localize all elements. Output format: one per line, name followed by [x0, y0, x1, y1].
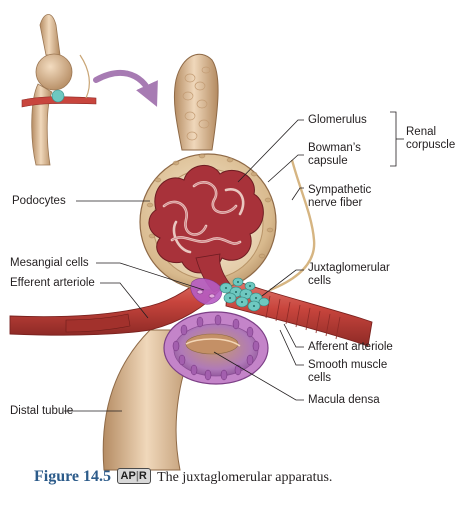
glomerulus: [148, 165, 264, 274]
label-juxtaglomerular-cells: Juxtaglomerular cells: [308, 262, 390, 287]
capsule-cells: [146, 153, 274, 259]
leader-lines: [64, 111, 404, 412]
efferent-lumen: [65, 313, 131, 333]
smooth-muscle-cells: [265, 295, 341, 340]
figure-number: Figure 14.5: [34, 468, 112, 485]
macula-densa-cells: [172, 314, 260, 381]
juxtaglomerular-cells: [219, 277, 270, 312]
label-renal-corpuscle: Renal corpuscle: [406, 126, 456, 151]
caption-text: The juxtaglomerular apparatus.: [157, 470, 333, 485]
sympathetic-nerve-fiber: [269, 159, 316, 292]
tubule-cell-texture: [182, 66, 211, 141]
juxtaglomerular-granules: [225, 281, 257, 307]
label-glomerulus: Glomerulus: [308, 114, 367, 126]
label-macula-densa: Macula densa: [308, 394, 380, 406]
label-smooth-muscle-cells: Smooth muscle cells: [308, 359, 388, 384]
apr-badge-left: AP: [120, 470, 136, 482]
magnify-arrow: [93, 70, 158, 107]
label-afferent-arteriole: Afferent arteriole: [308, 341, 393, 353]
inset-nephron: [21, 14, 97, 166]
label-distal-tubule: Distal tubule: [10, 405, 74, 417]
label-efferent-arteriole: Efferent arteriole: [10, 277, 95, 289]
label-podocytes: Podocytes: [12, 195, 66, 207]
macula-densa-tubule: [163, 311, 269, 385]
apr-badge[interactable]: AP|R: [116, 468, 151, 484]
label-bowmans-capsule: Bowman’s capsule: [308, 142, 361, 167]
figure-caption: Figure 14.5 AP|R The juxtaglomerular app…: [34, 468, 332, 486]
mesangial-cells: [190, 278, 223, 305]
apr-badge-right: R: [138, 470, 147, 482]
label-mesangial-cells: Mesangial cells: [10, 257, 89, 269]
label-sympathetic-nerve-fiber: Sympathetic nerve fiber: [308, 184, 372, 209]
